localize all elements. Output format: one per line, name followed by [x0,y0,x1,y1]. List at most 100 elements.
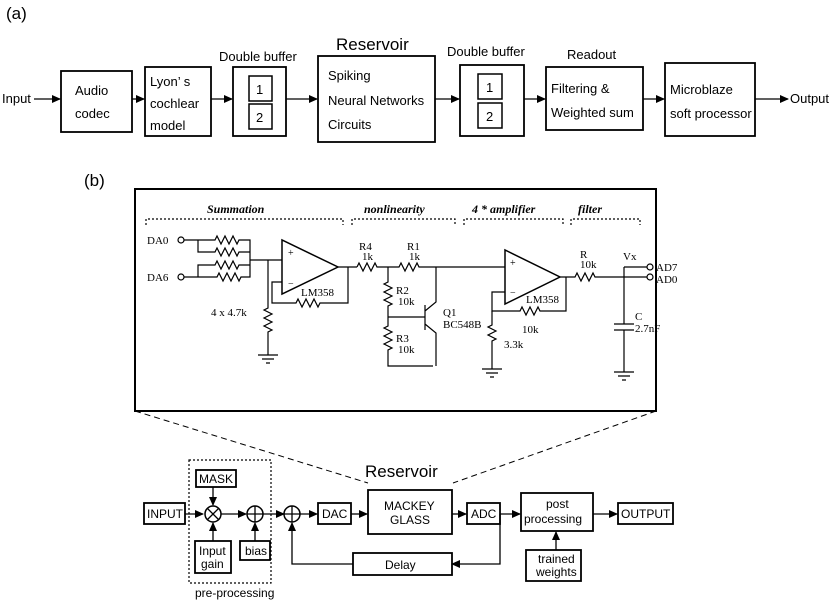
reservoir-title-b: Reservoir [365,462,438,481]
q1-transistor [388,267,437,366]
label-opamp2: LM358 [526,294,560,306]
post-text: post [546,497,569,511]
circuit [134,188,657,412]
readout-box [545,66,644,131]
label-r4-val: 1k [362,251,374,263]
processing-text: processing [524,512,582,526]
ground-3 [614,371,634,381]
label-c-val: 2.7nF [635,323,660,335]
label-nonlinearity: nonlinearity [364,202,425,216]
label-amplifier: 4 * amplifier [471,202,536,216]
opamp2-symbol [504,248,562,306]
reservoir-title-a: Reservoir [336,35,409,54]
opamp1-minus: − [288,279,294,290]
preprocessing-box [188,459,272,584]
ground-resistor [262,260,274,355]
label-r4: R4 [359,241,372,253]
label-q1: Q1 [443,307,456,319]
lyon-box [144,66,212,137]
opamp1-symbol [281,238,340,296]
readout-line2: Weighted sum [551,105,634,120]
microblaze-box [664,62,756,137]
arrow-adc-delay [451,514,501,568]
ground-1 [258,354,278,364]
bracket-filter [570,218,641,225]
label-r2: R2 [396,285,409,297]
circuit-frame [134,188,657,412]
arrow-delay-add [288,522,353,565]
input-gain-line2: gain [201,557,224,571]
label-q1-type: BC548B [443,319,482,331]
label-r2-val: 10k [398,296,415,308]
capacitor [614,267,634,372]
bracket-summation [145,218,344,225]
readout-line1: Filtering & [551,81,610,96]
ad0-terminal [646,273,654,281]
readout-title: Readout [567,47,617,62]
delay-text: Delay [385,558,416,572]
label-r3-val: 10k [398,344,415,356]
microblaze-line1: Microblaze [670,82,733,97]
label-rfilter: R [580,249,588,261]
input-resistors [184,234,251,283]
panel-a-label: (a) [6,4,27,23]
block-diagram: Reservoir INPUT MASK Input gain bias pre… [143,459,674,600]
opamp1-plus: + [288,248,294,259]
output-label: Output [790,91,829,106]
r2-r3-chain [382,267,433,367]
buffer2-slot1-label: 1 [486,80,493,95]
input-text: INPUT [147,507,184,521]
input-resistor-2 [197,240,250,258]
ad7-terminal [646,263,654,271]
da6-terminal [177,273,185,281]
trained-weights-box [525,549,582,582]
buffer1-slot2-label: 2 [256,110,263,125]
audio-codec-line1: Audio [75,83,108,98]
audio-codec-line2: codec [75,106,110,121]
label-4x47k: 4 x 4.7k [211,307,247,319]
r4-r1-chain [356,261,505,273]
buffer2-box [459,64,525,137]
plus-icon-1 [247,506,263,522]
bracket-nonlinearity [351,218,456,225]
adc-text: ADC [471,507,497,521]
lyon-line2: cochlear [150,96,200,111]
label-ad0: AD0 [656,274,678,286]
mask-box [195,469,237,488]
buffer2-slot2-label: 2 [486,109,493,124]
trained-text: trained [538,552,575,566]
opamp2-feedback [491,277,567,317]
preprocessing-label: pre-processing [195,586,274,600]
reservoir-line1: Spiking [328,68,371,83]
label-opamp1: LM358 [301,287,335,299]
bracket-amplifier [463,218,564,225]
opamp2-plus: + [510,258,516,269]
label-ad7: AD7 [656,262,678,274]
input-resistor-3 [197,259,250,277]
buffer2-title: Double buffer [447,44,525,59]
panel-a: (a) Input Audio codec Lyon’ s cochlear m… [2,4,829,143]
buffer2-slot1 [477,73,503,100]
mackey-text: MACKEY [384,499,435,513]
multiply-icon [206,507,220,521]
output-text: OUTPUT [621,507,671,521]
label-summation: Summation [207,202,265,216]
opamp2-minus: − [510,288,516,299]
label-rgnd: 3.3k [504,339,524,351]
label-c: C [635,311,642,323]
buffer1-box [232,66,287,137]
da0-terminal [177,236,185,244]
buffer1-title: Double buffer [219,49,297,64]
label-r1: R1 [407,241,420,253]
label-da6: DA6 [147,272,169,284]
weights-text: weights [535,565,577,579]
buffer2-slot2 [477,102,503,129]
mask-text: MASK [199,472,233,486]
glass-text: GLASS [390,513,430,527]
label-rfilter-val: 10k [580,259,597,271]
label-da0: DA0 [147,235,169,247]
ground-2 [482,368,502,378]
r-filter [560,271,647,283]
microblaze-line2: soft processor [670,106,752,121]
